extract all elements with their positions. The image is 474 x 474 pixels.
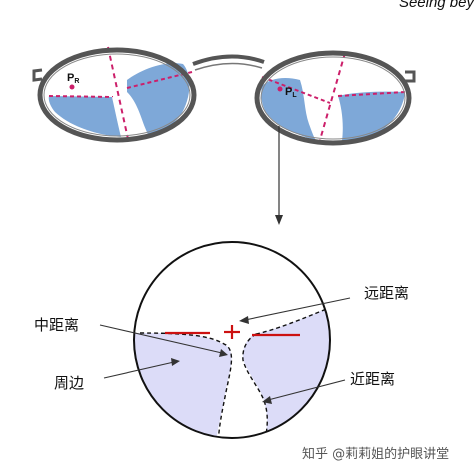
callout-arrows (99, 297, 351, 404)
label-intermediate-distance: 中距离 (34, 316, 80, 334)
right-lens-periphery-nasal (127, 63, 190, 138)
right-lens-point-label: PR (67, 72, 79, 85)
periphery-zone-left (134, 333, 232, 438)
left-pupil-point (277, 86, 283, 92)
enlarged-lens-view (133, 241, 331, 439)
left-lens-periphery-nasal (261, 78, 316, 140)
left-lens-corridor-line (319, 52, 346, 141)
right-lens (37, 46, 197, 143)
watermark: 知乎 @莉莉姐的护眼讲堂 (302, 447, 450, 462)
corner-caption: Seeing bey (398, 0, 474, 11)
fitting-cross (224, 325, 240, 339)
right-temple (405, 70, 416, 83)
eyeglasses: PR PL (32, 46, 416, 146)
zoom-arrow (275, 126, 283, 225)
right-lens-periphery-temporal (48, 96, 122, 137)
left-lens-point-label: PL (285, 86, 297, 99)
arrow-far (244, 297, 351, 321)
left-lens (254, 50, 412, 146)
right-lens-corridor-line (107, 46, 129, 140)
label-far-distance: 远距离 (364, 284, 410, 302)
arrow-intermediate (99, 324, 223, 354)
right-pupil-point (69, 84, 75, 90)
label-periphery: 周边 (54, 374, 85, 392)
left-lens-periphery-temporal (338, 91, 405, 141)
bridge (192, 54, 265, 66)
label-near-distance: 近距离 (350, 370, 396, 388)
left-temple (32, 68, 43, 82)
arrow-periphery (103, 361, 175, 379)
bridge-inner (194, 62, 263, 71)
arrow-near (267, 379, 346, 401)
